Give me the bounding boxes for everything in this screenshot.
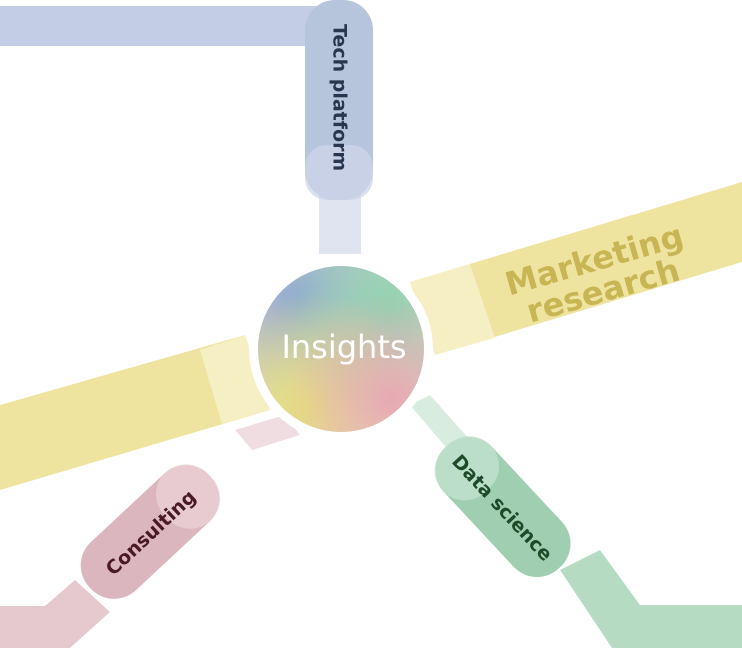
center-node: Insights [249,257,433,441]
data-science-pill-fade [434,436,500,501]
center-label: Insights [281,328,406,366]
tech-platform-connector-horizontal [0,6,350,46]
tech-platform-label: Tech platform [329,24,351,171]
branch-tech-platform: Tech platform [0,0,373,254]
tech-platform-pill-fade [305,145,373,200]
marketing-research-band[interactable] [410,182,742,355]
branch-left-band [0,335,270,490]
branch-consulting: Consulting [0,415,300,648]
data-science-connector [560,550,742,648]
data-science-stem [410,395,470,452]
branch-data-science: Data science [410,395,742,648]
consulting-connector [0,580,110,648]
left-band [0,335,270,490]
left-band-fade [200,335,270,424]
branch-marketing-research: Marketing research [410,182,742,355]
consulting-pill-fade [155,464,221,529]
consulting-stem [235,415,300,450]
